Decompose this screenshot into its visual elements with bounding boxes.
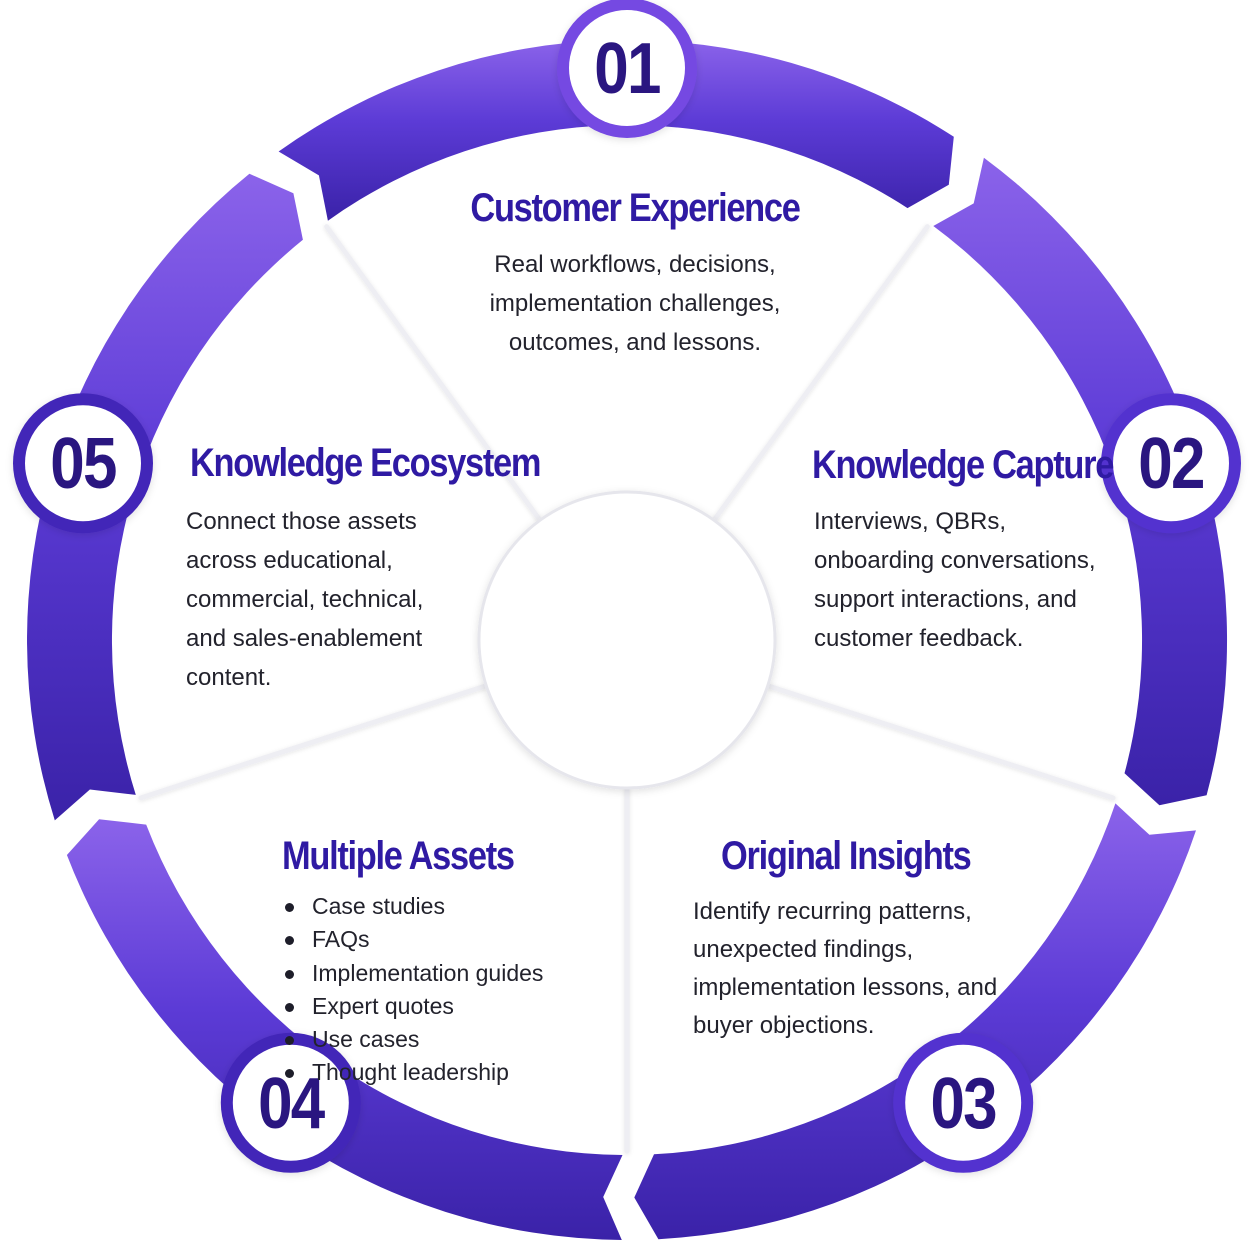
asset-list-item: Use cases (283, 1023, 543, 1056)
step-number: 01 (594, 29, 660, 109)
step-number: 02 (1138, 424, 1203, 504)
badge-face (905, 1044, 1022, 1161)
step-number: 03 (930, 1063, 995, 1143)
step-04-title: Multiple Assets (282, 834, 515, 878)
ring-arrow-segment (27, 173, 303, 821)
badge-face (232, 1044, 349, 1161)
step-05-title: Knowledge Ecosystem (190, 441, 541, 485)
asset-list-item: Expert quotes (283, 990, 543, 1023)
asset-list-item: Thought leadership (283, 1056, 543, 1089)
step-05-badge: 05 (13, 393, 153, 534)
step-04-asset-list: Case studies FAQs Implementation guides … (283, 890, 543, 1090)
badge-face (569, 10, 685, 126)
step-03-title: Original Insights (721, 834, 972, 878)
segment-dividers (138, 224, 1116, 1154)
ring-arrow-segment (933, 157, 1228, 806)
ring-arrow-segment (278, 39, 954, 221)
step-number: 05 (50, 424, 116, 504)
step-02-title: Knowledge Capture (812, 443, 1114, 487)
step-02-badge: 02 (1101, 393, 1241, 534)
step-04-badge: 04 (220, 1032, 361, 1173)
step-badges: 01 02 03 04 05 (13, 0, 1241, 1173)
center-hub (477, 490, 777, 790)
step-03-badge: 03 (893, 1032, 1034, 1173)
step-01-badge: 01 (557, 0, 697, 138)
section-divider (324, 224, 542, 522)
section-divider (138, 683, 487, 801)
asset-list-item: FAQs (283, 923, 543, 956)
section-divider (767, 683, 1116, 801)
badge-face (25, 405, 141, 522)
asset-list-item: Implementation guides (283, 957, 543, 990)
asset-list-item: Case studies (283, 890, 543, 923)
step-01-description: Real workflows, decisions, implementatio… (489, 251, 781, 356)
section-divider (712, 224, 930, 522)
step-02-description: Interviews, QBRs, onboarding conversatio… (814, 508, 1096, 652)
step-03-description: Identify recurring patterns, unexpected … (693, 898, 998, 1039)
badge-face (1113, 405, 1229, 522)
step-01-title: Customer Experience (470, 186, 800, 230)
step-05-description: Connect those assets across educational,… (186, 508, 424, 691)
ring-arrow-segment (66, 819, 623, 1240)
